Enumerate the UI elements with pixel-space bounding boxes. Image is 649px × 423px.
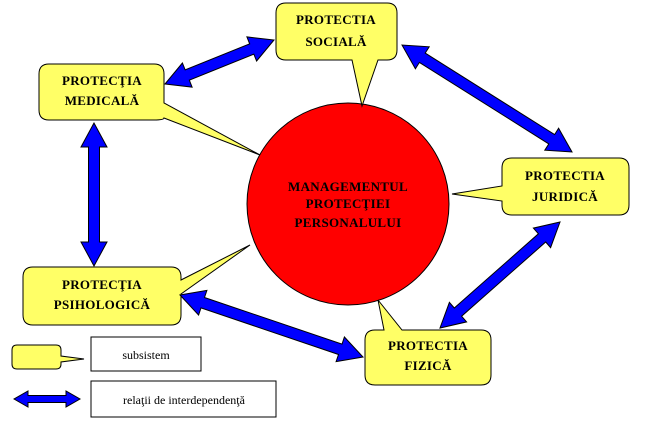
center-label-line2: PROTECŢIEI [306,196,391,211]
legend-relation-arrow-icon [12,390,82,408]
center-label-line3: PERSONALULUI [295,215,402,230]
callout-medicala-shape [38,63,261,156]
node-protectia-sociala: PROTECTIA SOCIALĂ [275,2,398,108]
arrow-medicala-psihologica [80,121,108,268]
center-label-line1: MANAGEMENTUL [288,179,408,194]
node-juridica-line1: PROTECTIA [525,168,605,183]
node-protectia-medicala: PROTECŢIA MEDICALĂ [38,63,261,156]
node-medicala-line2: MEDICALĂ [65,93,140,108]
legend-relation-label: relaţii de interdependenţă [123,393,246,407]
node-fizica-line1: PROTECTIA [388,338,468,353]
arrow-sociala-juridica [401,44,573,153]
node-sociala-line2: SOCIALĂ [305,34,367,49]
node-protectia-psihologica: PROTECŢIA PSIHOLOGICĂ [22,244,251,326]
legend: subsistem relaţii de interdependenţă [11,336,277,418]
callout-fizica-shape [364,299,492,386]
node-medicala-line1: PROTECŢIA [62,73,142,88]
legend-subsystem-box [90,336,202,372]
relation-arrows [80,36,573,363]
center-circle [246,102,450,306]
node-protectia-fizica: PROTECTIA FIZICĂ [364,299,492,386]
node-psihologica-line1: PROTECŢIA [62,277,142,292]
legend-arrow-shape [12,390,82,408]
callout-psihologica-shape [22,244,251,326]
callout-sociala-shape [275,2,398,108]
arrow-psihologica-fizica [179,289,364,363]
node-juridica-line2: JURIDICĂ [532,189,598,204]
center-node: MANAGEMENTUL PROTECŢIEI PERSONALULUI [246,102,450,306]
node-fizica-line2: FIZICĂ [404,358,452,373]
legend-callout-icon [11,344,85,370]
node-psihologica-line2: PSIHOLOGICĂ [54,297,151,312]
node-sociala-line1: PROTECTIA [296,12,376,27]
arrow-juridica-fizica [439,221,561,329]
arrow-medicala-sociala [164,36,275,88]
legend-relation-box [90,380,277,418]
node-protectia-juridica: PROTECTIA JURIDICĂ [451,157,630,216]
callout-juridica-shape [451,157,630,216]
legend-subsystem-label: subsistem [122,348,170,362]
